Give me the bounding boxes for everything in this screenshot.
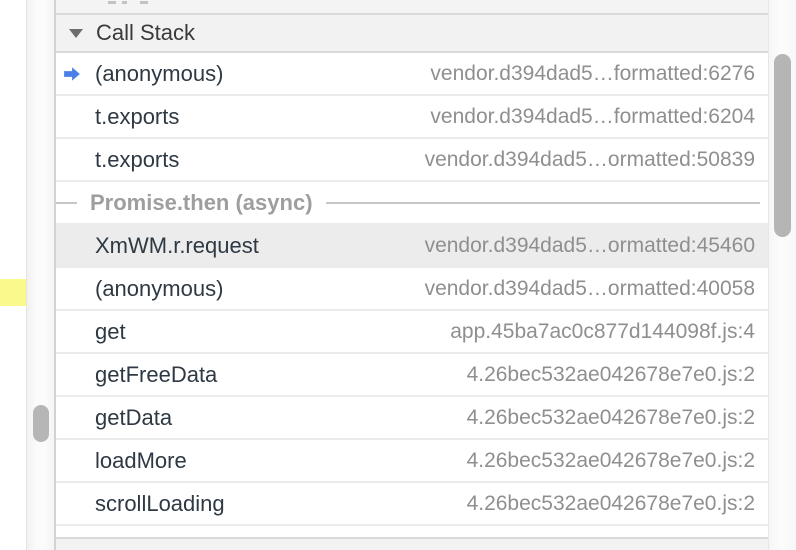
sidebar-scrollbar-thumb[interactable] <box>774 54 791 237</box>
frame-location-link[interactable]: 4.26bec532ae042678e7e0.js:2 <box>466 405 755 429</box>
call-stack-panel: Call Stack (anonymous) vendor.d394dad5…f… <box>56 0 768 550</box>
editor-scrollbar-thumb[interactable] <box>33 405 49 442</box>
editor-vertical-scrollbar[interactable] <box>26 0 56 550</box>
frame-location-link[interactable]: vendor.d394dad5…formatted:6276 <box>430 61 755 85</box>
frame-location-link[interactable]: vendor.d394dad5…formatted:6204 <box>430 104 755 128</box>
call-stack-frame[interactable]: scrollLoading 4.26bec532ae042678e7e0.js:… <box>56 483 768 526</box>
current-frame-arrow-icon <box>64 66 80 81</box>
call-stack-frame-selected[interactable]: XmWM.r.request vendor.d394dad5…ormatted:… <box>56 225 768 268</box>
gutter-highlight-marker <box>0 279 26 306</box>
frame-function-name: scrollLoading <box>95 490 225 516</box>
editor-gutter <box>0 0 26 550</box>
call-stack-frame[interactable]: getData 4.26bec532ae042678e7e0.js:2 <box>56 397 768 440</box>
clipped-text-fragment <box>122 1 127 4</box>
section-title: Call Stack <box>96 20 196 45</box>
call-stack-frame[interactable]: (anonymous) vendor.d394dad5…ormatted:400… <box>56 268 768 311</box>
frame-location-link[interactable]: 4.26bec532ae042678e7e0.js:2 <box>466 448 755 472</box>
call-stack-frame[interactable]: t.exports vendor.d394dad5…formatted:6204 <box>56 96 768 139</box>
frame-function-name: t.exports <box>95 103 180 129</box>
frame-location-link[interactable]: vendor.d394dad5…ormatted:50839 <box>424 147 755 171</box>
frame-location-link[interactable]: 4.26bec532ae042678e7e0.js:2 <box>466 491 755 515</box>
frame-location-link[interactable]: app.45ba7ac0c877d144098f.js:4 <box>450 319 755 343</box>
call-stack-frame[interactable]: getFreeData 4.26bec532ae042678e7e0.js:2 <box>56 354 768 397</box>
clipped-text-fragment <box>140 1 148 4</box>
frame-function-name: XmWM.r.request <box>95 232 259 258</box>
call-stack-frame[interactable]: (anonymous) vendor.d394dad5…formatted:62… <box>56 53 768 96</box>
sidebar-vertical-scrollbar[interactable] <box>768 0 796 550</box>
async-boundary-label: Promise.then (async) <box>90 189 313 215</box>
frame-function-name: (anonymous) <box>95 60 224 86</box>
call-stack-frame[interactable]: get app.45ba7ac0c877d144098f.js:4 <box>56 311 768 354</box>
call-stack-frame[interactable]: loadMore 4.26bec532ae042678e7e0.js:2 <box>56 440 768 483</box>
next-section-header-clipped[interactable] <box>56 537 768 550</box>
frame-function-name: loadMore <box>95 447 187 473</box>
frame-function-name: t.exports <box>95 146 180 172</box>
frame-function-name: (anonymous) <box>95 275 224 301</box>
call-stack-section-header[interactable]: Call Stack <box>56 15 768 53</box>
frame-location-link[interactable]: vendor.d394dad5…ormatted:45460 <box>424 233 755 257</box>
frame-function-name: getData <box>95 404 173 430</box>
frame-function-name: getFreeData <box>95 361 218 387</box>
frame-function-name: get <box>95 318 126 344</box>
clipped-text-fragment <box>108 1 116 4</box>
call-stack-frame[interactable]: t.exports vendor.d394dad5…ormatted:50839 <box>56 139 768 182</box>
frame-location-link[interactable]: 4.26bec532ae042678e7e0.js:2 <box>466 362 755 386</box>
triangle-down-icon <box>69 28 83 38</box>
call-stack-frame-list: (anonymous) vendor.d394dad5…formatted:62… <box>56 53 768 526</box>
previous-section-clipped <box>56 0 768 15</box>
frame-location-link[interactable]: vendor.d394dad5…ormatted:40058 <box>424 276 755 300</box>
async-boundary-separator: Promise.then (async) <box>56 182 768 225</box>
section-gap <box>56 526 768 537</box>
